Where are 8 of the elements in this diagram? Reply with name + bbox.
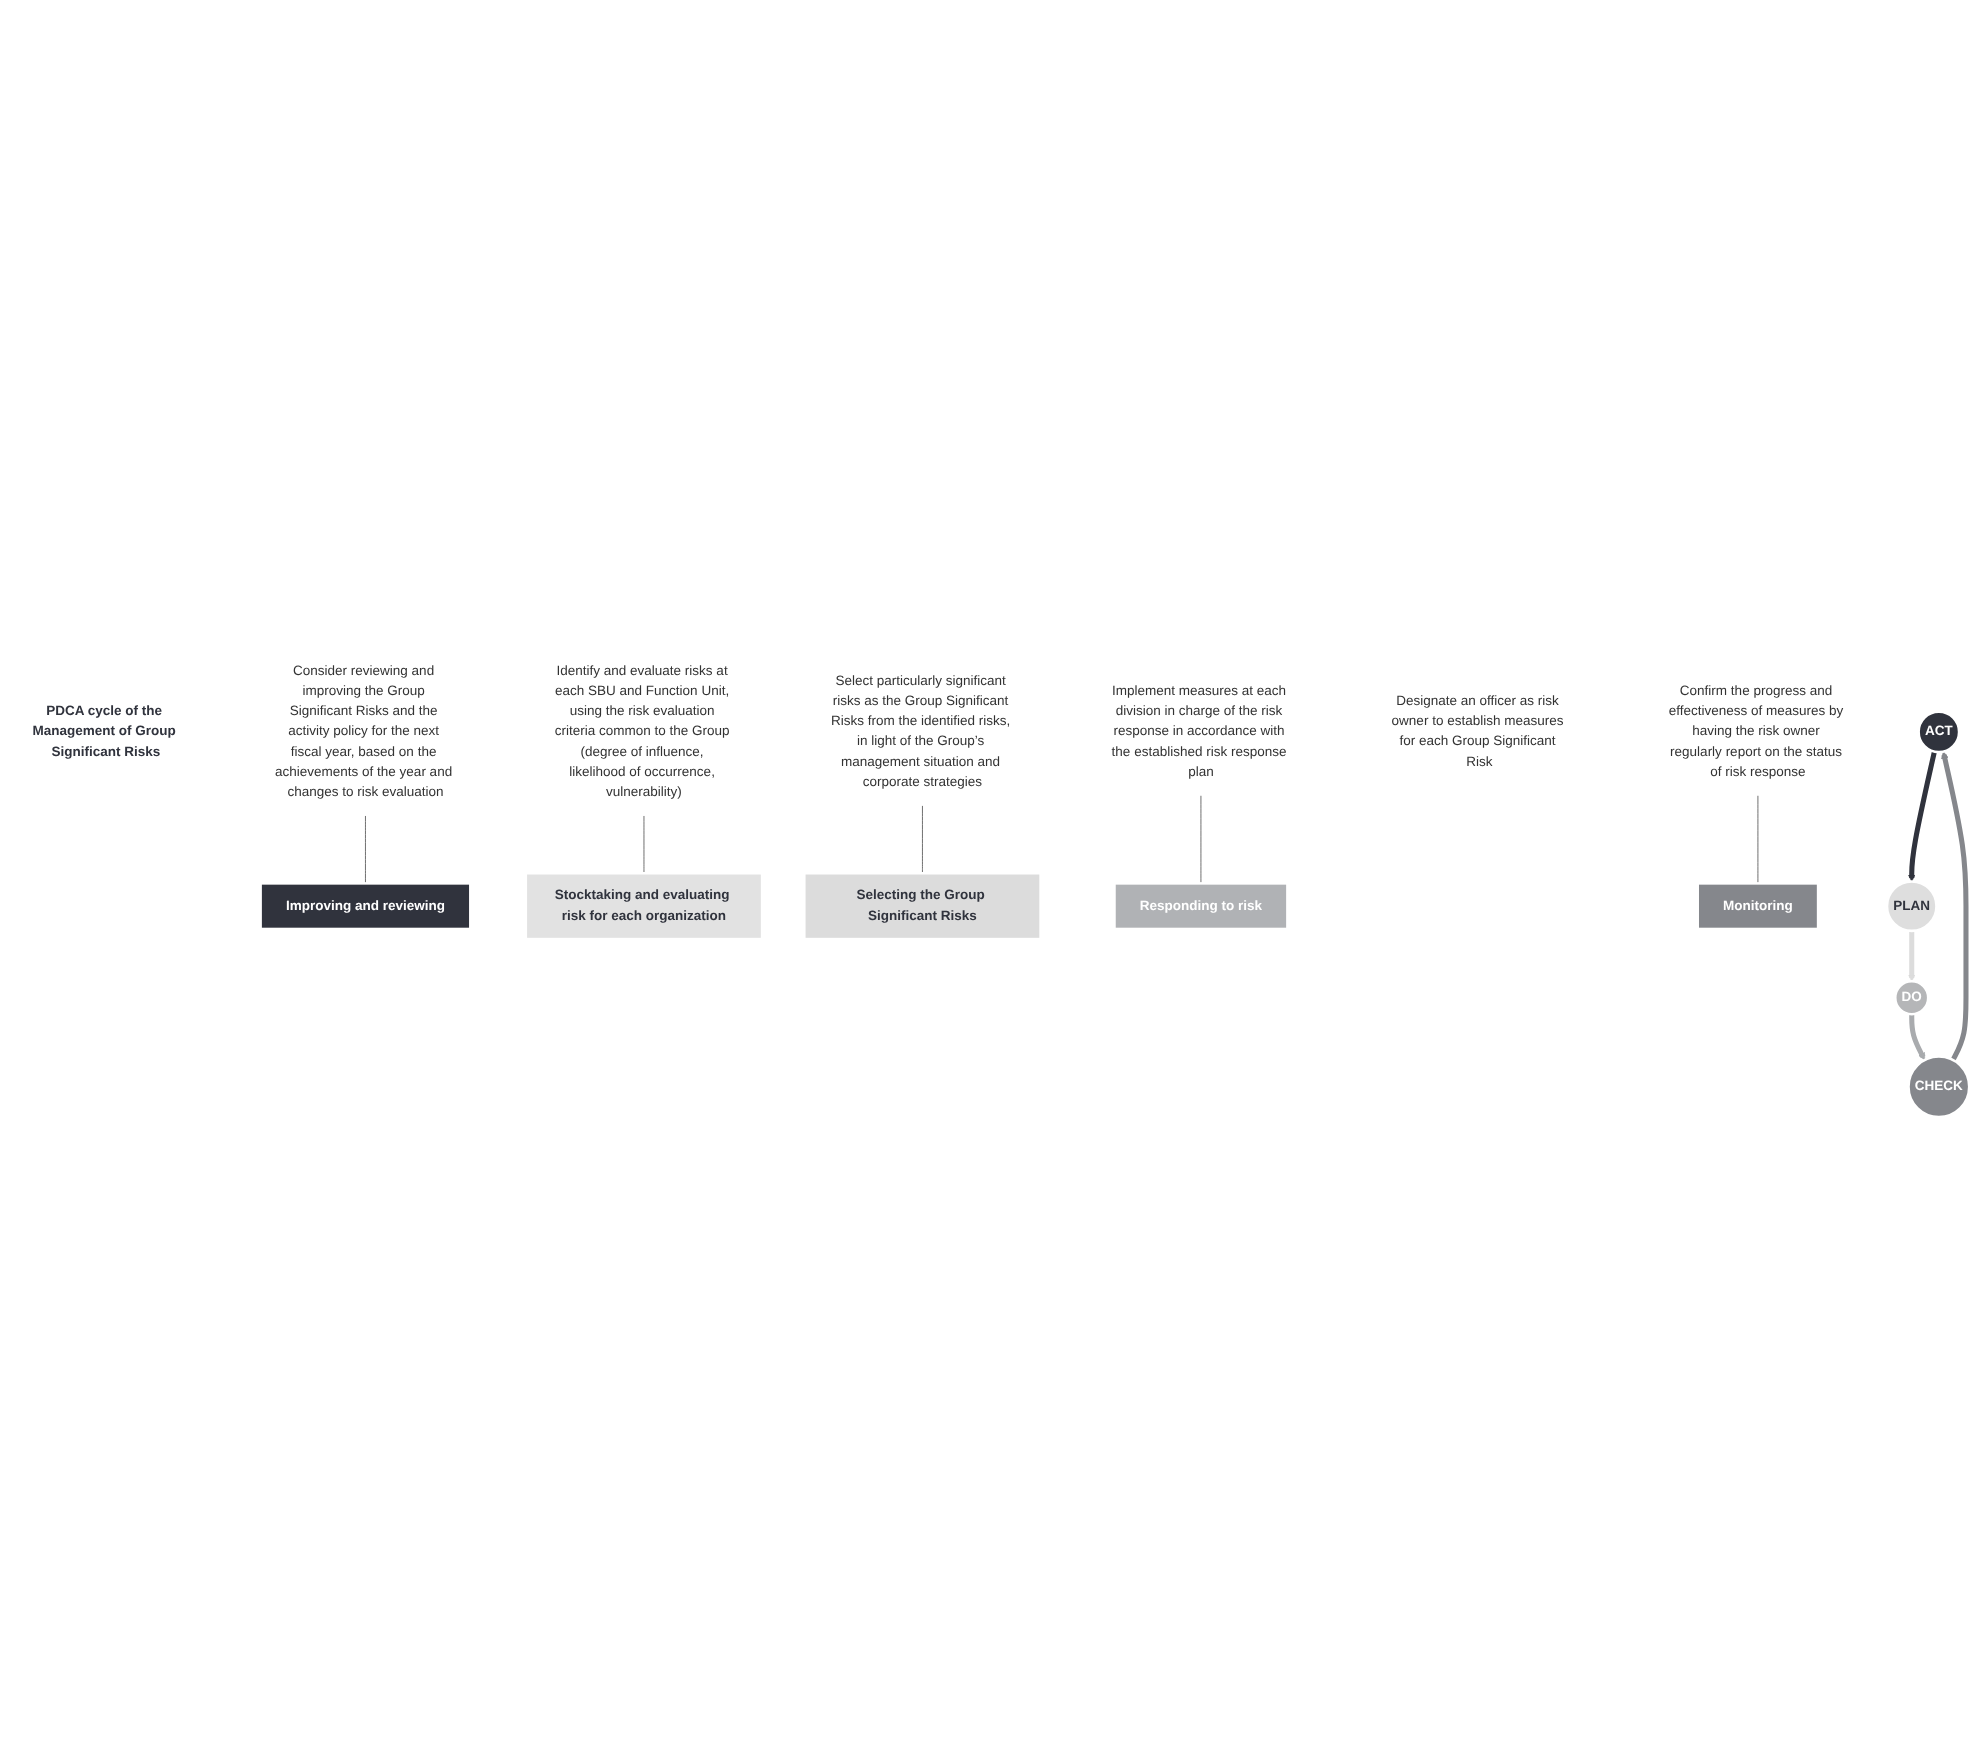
connector: [365, 814, 366, 883]
arrow: [1908, 750, 1937, 881]
arrow: [1909, 1013, 1926, 1060]
arrow: [1941, 750, 1969, 1061]
connector: [1757, 793, 1759, 883]
connector: [1200, 793, 1202, 883]
arrow: [1908, 930, 1916, 981]
connector: [922, 804, 923, 873]
